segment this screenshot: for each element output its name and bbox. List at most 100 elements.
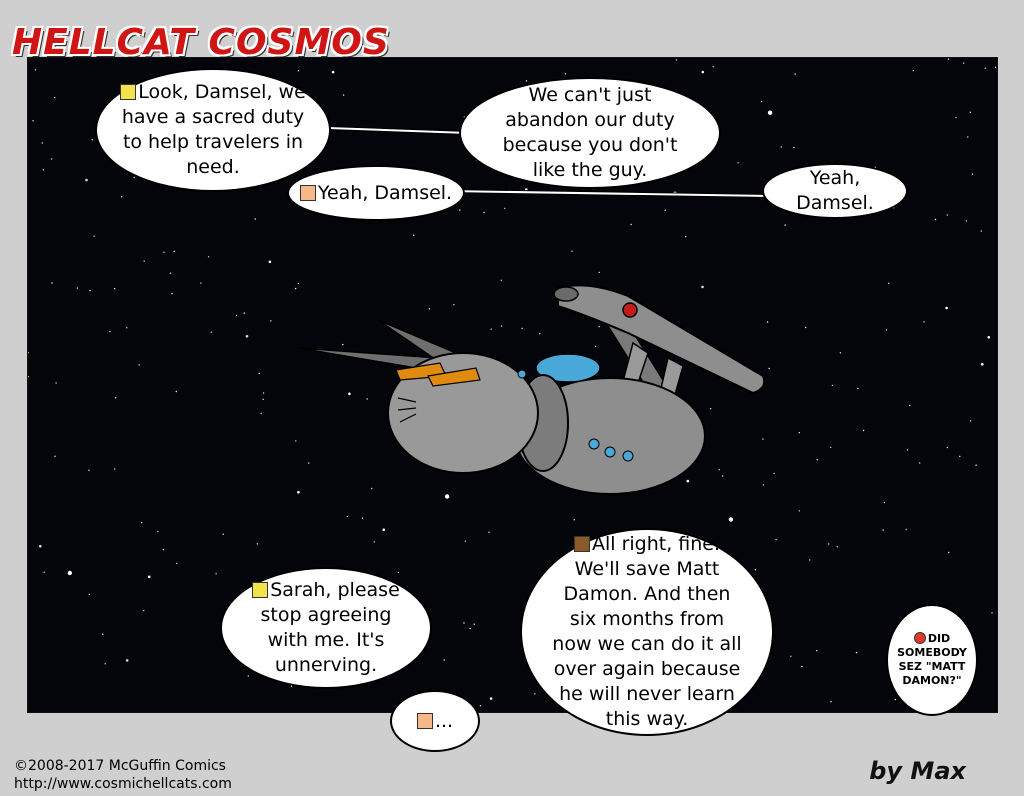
star bbox=[143, 610, 145, 612]
star bbox=[173, 250, 175, 252]
star bbox=[830, 701, 832, 703]
star bbox=[894, 698, 896, 701]
star bbox=[489, 697, 493, 700]
comic-title: HELLCAT COSMOS bbox=[12, 22, 390, 63]
star bbox=[413, 234, 415, 236]
star bbox=[767, 110, 773, 115]
space-scene bbox=[28, 58, 997, 707]
star bbox=[980, 230, 982, 232]
star bbox=[805, 326, 807, 329]
star bbox=[85, 178, 88, 182]
star bbox=[104, 663, 106, 665]
star bbox=[525, 80, 528, 82]
star bbox=[830, 446, 832, 449]
speech-bubble-damsel-2: We can't just abandon our duty because y… bbox=[459, 77, 721, 189]
website-link[interactable]: http://www.cosmichellcats.com bbox=[14, 776, 232, 792]
speech-bubble-sarah-3: ... bbox=[390, 690, 480, 752]
star bbox=[571, 250, 573, 252]
star bbox=[754, 569, 757, 571]
star bbox=[371, 487, 373, 490]
star bbox=[946, 214, 948, 216]
star bbox=[857, 387, 859, 389]
star bbox=[991, 612, 993, 614]
star bbox=[722, 475, 724, 477]
star bbox=[798, 432, 800, 434]
star bbox=[140, 522, 143, 524]
star bbox=[459, 209, 461, 211]
damsel-icon bbox=[120, 84, 137, 100]
star bbox=[222, 533, 224, 535]
star bbox=[827, 543, 830, 545]
star bbox=[564, 73, 567, 75]
star bbox=[258, 372, 260, 374]
star bbox=[88, 469, 90, 471]
star bbox=[93, 235, 95, 237]
star bbox=[169, 272, 172, 274]
star bbox=[909, 404, 911, 407]
star bbox=[270, 320, 272, 322]
star bbox=[839, 352, 842, 354]
star bbox=[342, 94, 345, 96]
star bbox=[947, 58, 950, 60]
star bbox=[256, 543, 259, 545]
star bbox=[737, 162, 739, 164]
star bbox=[50, 158, 53, 160]
star bbox=[42, 169, 45, 171]
star bbox=[594, 345, 597, 348]
star bbox=[28, 352, 29, 354]
bubble-text: Sarah, please stop agreeing with me. It'… bbox=[260, 579, 400, 676]
star bbox=[816, 459, 818, 461]
star bbox=[348, 392, 351, 396]
bubble-text: Look, Damsel, we have a sacred duty to h… bbox=[121, 81, 306, 178]
star bbox=[762, 438, 764, 440]
star bbox=[948, 551, 950, 554]
speech-bubble-damsel-3: Sarah, please stop agreeing with me. It'… bbox=[220, 567, 432, 689]
star bbox=[215, 573, 217, 575]
star bbox=[766, 321, 769, 323]
star bbox=[331, 70, 335, 74]
star bbox=[790, 655, 792, 657]
star bbox=[994, 66, 997, 68]
star bbox=[297, 490, 300, 494]
star bbox=[630, 223, 632, 226]
star bbox=[793, 146, 795, 149]
star bbox=[675, 59, 678, 61]
star bbox=[912, 69, 914, 72]
star bbox=[28, 375, 29, 378]
star bbox=[294, 287, 297, 290]
star bbox=[712, 66, 714, 68]
star bbox=[207, 256, 210, 258]
star bbox=[934, 218, 937, 221]
star bbox=[163, 251, 165, 253]
star bbox=[76, 287, 79, 289]
star bbox=[539, 333, 541, 335]
star bbox=[905, 528, 907, 531]
bubble-text: All right, fine. We'll save Matt Damon. … bbox=[552, 533, 742, 730]
star bbox=[500, 325, 503, 327]
star bbox=[382, 528, 386, 531]
star bbox=[143, 260, 145, 262]
star bbox=[709, 408, 712, 410]
star bbox=[126, 327, 128, 329]
star bbox=[773, 472, 775, 475]
star bbox=[43, 571, 45, 573]
star bbox=[176, 562, 178, 565]
star bbox=[39, 544, 42, 548]
speech-bubble-damsel-1: Look, Damsel, we have a sacred duty to h… bbox=[95, 68, 331, 192]
star bbox=[55, 382, 57, 384]
bubble-text: Yeah, Damsel. bbox=[796, 167, 874, 214]
star bbox=[464, 540, 467, 542]
damsel-icon bbox=[252, 582, 269, 598]
star bbox=[444, 494, 450, 499]
star bbox=[147, 575, 151, 579]
star bbox=[114, 397, 117, 399]
star bbox=[473, 623, 475, 625]
star bbox=[397, 571, 400, 574]
star bbox=[88, 593, 90, 596]
star bbox=[888, 282, 890, 284]
star bbox=[254, 218, 256, 220]
cat-spaceship bbox=[297, 284, 766, 495]
speech-bubble-sarah-2: Yeah, Damsel. bbox=[762, 163, 908, 219]
star bbox=[262, 392, 265, 394]
star bbox=[801, 665, 803, 668]
